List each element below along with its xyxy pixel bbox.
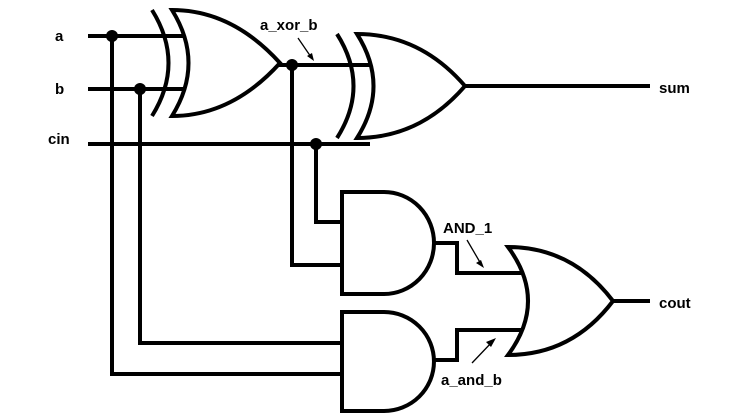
input-label-b: b [55, 81, 64, 98]
wire-and-1 [434, 241, 528, 275]
wires [88, 34, 650, 376]
signal-label-a-xor-b: a_xor_b [260, 17, 318, 34]
and-gate-2 [340, 310, 436, 413]
junction-a [106, 30, 118, 42]
wire-b-branch [138, 89, 342, 345]
labels: a b cin a_xor_b sum AND_1 cout a_and_b [48, 17, 691, 389]
wire-a-branch [110, 36, 342, 376]
annotation-arrows [297, 37, 496, 364]
arrow-a-and-b [471, 341, 493, 364]
junctions [106, 30, 322, 150]
arrow-and-1 [466, 239, 482, 265]
output-label-sum: sum [659, 80, 690, 97]
junction-cin [310, 138, 322, 150]
input-label-a: a [55, 28, 64, 45]
junction-a-xor-b [286, 59, 298, 71]
output-label-cout: cout [659, 295, 691, 312]
wire-a-xor-b-branch [290, 65, 342, 267]
signal-label-a-and-b: a_and_b [441, 372, 502, 389]
xor-gate-1 [150, 7, 283, 119]
arrow-a-xor-b [297, 37, 312, 58]
input-label-cin: cin [48, 131, 70, 148]
junction-b [134, 83, 146, 95]
wire-cin-branch [314, 144, 342, 224]
xor-gate-2 [335, 31, 468, 141]
wire-a-and-b [434, 328, 528, 362]
and-gate-1 [340, 190, 436, 296]
or-gate [504, 244, 616, 358]
signal-label-and-1: AND_1 [443, 220, 492, 237]
